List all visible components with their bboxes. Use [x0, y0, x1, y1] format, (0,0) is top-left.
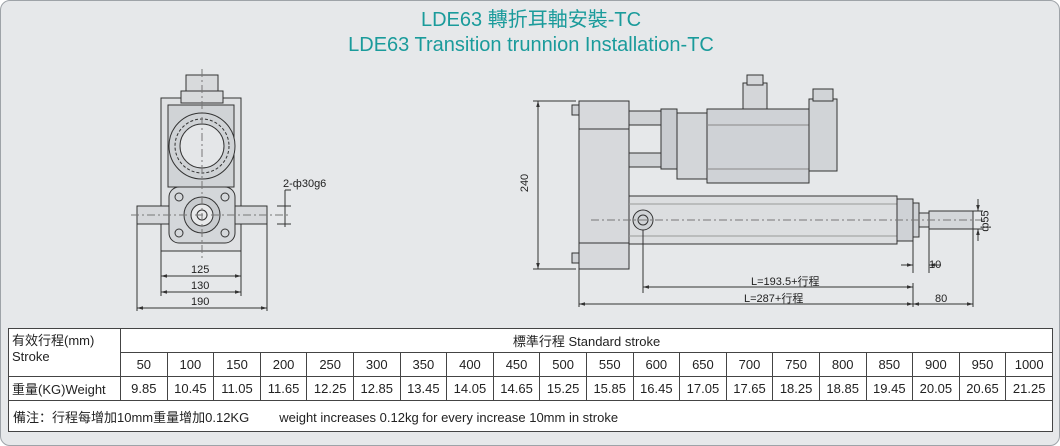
stroke-value: 450	[492, 352, 541, 377]
weight-value: 19.45	[865, 376, 914, 401]
stroke-header-en: Stroke	[12, 349, 50, 364]
stroke-value: 700	[725, 352, 774, 377]
weight-value: 15.85	[585, 376, 634, 401]
note-english: weight increases 0.12kg for every increa…	[279, 409, 619, 425]
weight-value: 11.65	[259, 376, 308, 401]
stroke-value: 1000	[1005, 352, 1054, 377]
note-chinese: 備注：行程每增加10mm重量增加0.12KG	[13, 409, 250, 425]
standard-stroke-header: 標準行程 Standard stroke	[119, 328, 1054, 353]
dim-55-label: ф55	[979, 210, 992, 232]
dim-125-label: 125	[191, 264, 210, 276]
dim-190-label: 190	[191, 296, 210, 308]
weight-value: 13.45	[399, 376, 448, 401]
pin-diameter-label: 2-ф30g6	[283, 178, 327, 190]
stroke-value: 800	[818, 352, 867, 377]
dim-80-label: 80	[935, 293, 948, 305]
weight-value: 9.85	[120, 376, 168, 401]
stroke-value: 350	[399, 352, 448, 377]
stroke-value: 250	[306, 352, 354, 377]
dim-l2-label: L=287+行程	[744, 293, 804, 305]
weight-value: 17.65	[725, 376, 774, 401]
weight-value: 18.25	[772, 376, 820, 401]
stroke-value: 200	[259, 352, 308, 377]
stroke-value: 650	[679, 352, 727, 377]
technical-drawing	[131, 69, 986, 311]
weight-value: 12.25	[306, 376, 354, 401]
note-cell: 備注：行程每增加10mm重量增加0.12KG weight increases 0…	[7, 400, 1054, 432]
weight-value: 16.45	[632, 376, 681, 401]
weight-value: 14.05	[446, 376, 494, 401]
stroke-header-cn: 有效行程(mm)	[12, 333, 95, 348]
stroke-value: 150	[213, 352, 261, 377]
weight-value: 10.45	[166, 376, 215, 401]
dim-240-label: 240	[519, 173, 532, 193]
stroke-value: 750	[772, 352, 820, 377]
weight-value: 20.65	[958, 376, 1007, 401]
stroke-value: 900	[912, 352, 960, 377]
stroke-value: 400	[446, 352, 494, 377]
weight-value: 12.85	[352, 376, 401, 401]
stroke-value: 500	[539, 352, 587, 377]
weight-label: 重量(KG)Weight	[8, 376, 121, 401]
stroke-value: 50	[120, 352, 168, 377]
side-view	[533, 74, 986, 307]
title-english: LDE63 Transition trunnion Installation-T…	[348, 34, 714, 56]
stroke-value: 100	[166, 352, 215, 377]
end-view	[131, 69, 291, 311]
stroke-header-cell: 有效行程(mm) Stroke	[8, 328, 121, 377]
weight-value: 14.65	[492, 376, 541, 401]
title-chinese: LDE63 轉折耳軸安裝-TC	[420, 9, 642, 31]
dim-130-label: 130	[191, 280, 210, 292]
stroke-value: 550	[585, 352, 634, 377]
dim-l1-label: L=193.5+行程	[751, 276, 820, 288]
weight-value: 17.05	[679, 376, 727, 401]
stroke-value: 600	[632, 352, 681, 377]
stroke-value: 300	[352, 352, 401, 377]
weight-value: 11.05	[213, 376, 261, 401]
note-row: 備注：行程每增加10mm重量增加0.12KG weight increases 0…	[7, 400, 1054, 432]
weight-value: 21.25	[1005, 376, 1054, 401]
weight-value: 20.05	[912, 376, 960, 401]
weight-value: 18.85	[818, 376, 867, 401]
stroke-value: 950	[958, 352, 1007, 377]
stroke-value: 850	[865, 352, 914, 377]
weight-value: 15.25	[539, 376, 587, 401]
dim-10-label: 10	[929, 259, 942, 271]
